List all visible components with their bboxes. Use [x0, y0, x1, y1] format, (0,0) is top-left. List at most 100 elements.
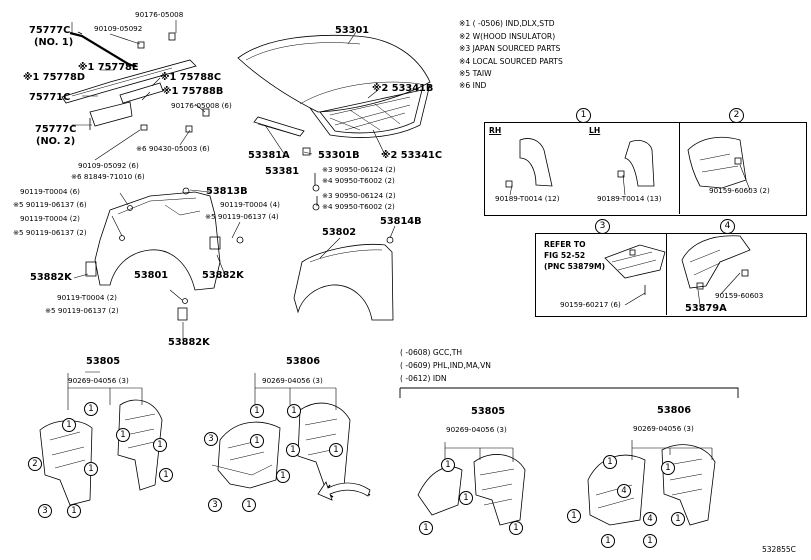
refer-text: (PNC 53879M) — [544, 262, 606, 271]
detail-box-1-drawing — [505, 138, 655, 188]
part-number: ※1 75788B — [162, 86, 224, 97]
fender-liner-53805-a — [39, 399, 163, 506]
callout-1: 1 — [643, 534, 657, 548]
detail-panel-3-4 — [535, 233, 807, 317]
part-number: 75777C — [35, 124, 77, 135]
part-number: 53814B — [380, 216, 422, 227]
note-line: ※5 TAIW — [459, 69, 492, 78]
callout-1: 1 — [459, 491, 473, 505]
part-number: 90159-60603 — [715, 291, 764, 300]
part-number: 53381A — [248, 150, 290, 161]
callout-1: 1 — [661, 461, 675, 475]
part-number: 53806 — [657, 405, 692, 416]
refer-text: FIG 52-52 — [544, 251, 586, 260]
part-note: (NO. 1) — [34, 37, 74, 48]
part-number: ※5 90119-06137 (6) — [13, 200, 87, 209]
part-number: 53879A — [685, 303, 727, 314]
note-line: ※2 W(HOOD INSULATOR) — [459, 32, 556, 41]
part-number: 90269-04056 (3) — [446, 425, 507, 434]
part-number: 90176-05008 (6) — [171, 101, 232, 110]
detail-box-2-drawing — [687, 136, 747, 189]
callout-1: 1 — [250, 404, 264, 418]
part-number: 90269-04056 (3) — [262, 376, 323, 385]
part-number: 90269-04056 (3) — [68, 376, 129, 385]
callout-4: 4 — [617, 484, 631, 498]
hood-seal-strip — [61, 59, 197, 127]
variant-note: ( -0609) PHL,IND,MA,VN — [400, 361, 491, 370]
part-number: ※3 90950-06124 (2) — [322, 191, 396, 200]
callout-3: 3 — [204, 432, 218, 446]
callout-3: 3 — [208, 498, 222, 512]
front-fender-53801 — [85, 187, 244, 321]
callout-1: 1 — [329, 443, 343, 457]
note-line: ※4 LOCAL SOURCED PARTS — [459, 57, 563, 66]
part-number: 53301 — [335, 25, 370, 36]
part-number: ※6 81849-71010 (6) — [71, 172, 145, 181]
callout-1: 1 — [567, 509, 581, 523]
callout-1: 1 — [286, 443, 300, 457]
refer-text: REFER TO — [544, 240, 586, 249]
part-number: 90119-T0004 (2) — [57, 293, 117, 302]
part-number: ※2 53341B — [372, 83, 434, 94]
callout-1: 1 — [242, 498, 256, 512]
detail-callout-3: 3 — [595, 219, 610, 234]
part-number: 53882K — [202, 270, 244, 281]
part-number: 90109-05092 — [94, 24, 143, 33]
callout-1: 1 — [441, 458, 455, 472]
part-number: 53813B — [206, 186, 248, 197]
part-number: 53381 — [265, 166, 300, 177]
part-number: ※5 90119-06137 (2) — [13, 228, 87, 237]
panel-divider — [666, 233, 667, 315]
callout-1: 1 — [62, 418, 76, 432]
part-number: 53801 — [134, 270, 169, 281]
part-number: ※2 53341C — [381, 150, 443, 161]
panel-divider — [679, 122, 680, 214]
callout-1: 1 — [116, 428, 130, 442]
fender-liner-53805-b — [417, 454, 526, 526]
part-number: ※5 90119-06137 (2) — [45, 306, 119, 315]
callout-1: 1 — [601, 534, 615, 548]
callout-1: 1 — [159, 468, 173, 482]
part-number: ※3 90950-06124 (2) — [322, 165, 396, 174]
part-number: ※5 90119-06137 (4) — [205, 212, 279, 221]
part-number: 90109-05092 (6) — [78, 161, 139, 170]
detail-callout-2: 2 — [729, 108, 744, 123]
callout-1: 1 — [250, 434, 264, 448]
callout-1: 1 — [419, 521, 433, 535]
part-number: ※4 90950-T6002 (2) — [322, 202, 395, 211]
variant-note: ( -0608) GCC,TH — [400, 348, 463, 357]
part-number: 53882K — [30, 272, 72, 283]
lh-label: LH — [589, 126, 601, 135]
part-number: 53301B — [318, 150, 360, 161]
figure-code: 532855C — [762, 545, 796, 554]
part-number: 90159-60603 (2) — [709, 186, 770, 195]
part-number: 90119-T0004 (4) — [220, 200, 280, 209]
hood-panel — [237, 34, 431, 138]
part-number: ※1 75788C — [160, 72, 222, 83]
callout-3: 3 — [38, 504, 52, 518]
callout-2: 2 — [28, 457, 42, 471]
callout-1: 1 — [84, 462, 98, 476]
callout-1: 1 — [671, 512, 685, 526]
part-number: ※4 90950-T6002 (2) — [322, 176, 395, 185]
part-number: 53802 — [322, 227, 357, 238]
callout-1: 1 — [276, 469, 290, 483]
part-number: 90119-T0004 (2) — [20, 214, 80, 223]
hood-seal-front — [253, 116, 320, 211]
callout-1: 1 — [509, 521, 523, 535]
note-line: ※3 JAPAN SOURCED PARTS — [459, 44, 561, 53]
detail-box-4-drawing — [681, 235, 751, 290]
part-number: ※1 75778E — [78, 62, 139, 73]
rh-label: RH — [489, 126, 502, 135]
callout-1: 1 — [287, 404, 301, 418]
part-number: 90159-60217 (6) — [560, 300, 621, 309]
detail-panel-1-2 — [484, 122, 807, 216]
part-number: ※6 90430-05003 (6) — [136, 144, 210, 153]
fender-liner-53806-a — [211, 402, 351, 491]
note-line: ※1 ( -0506) IND,DLX,STD — [459, 19, 555, 28]
part-number: 53806 — [286, 356, 321, 367]
part-number: 90176-05008 — [135, 10, 184, 19]
callout-1: 1 — [67, 504, 81, 518]
variant-note: ( -0612) IDN — [400, 374, 447, 383]
